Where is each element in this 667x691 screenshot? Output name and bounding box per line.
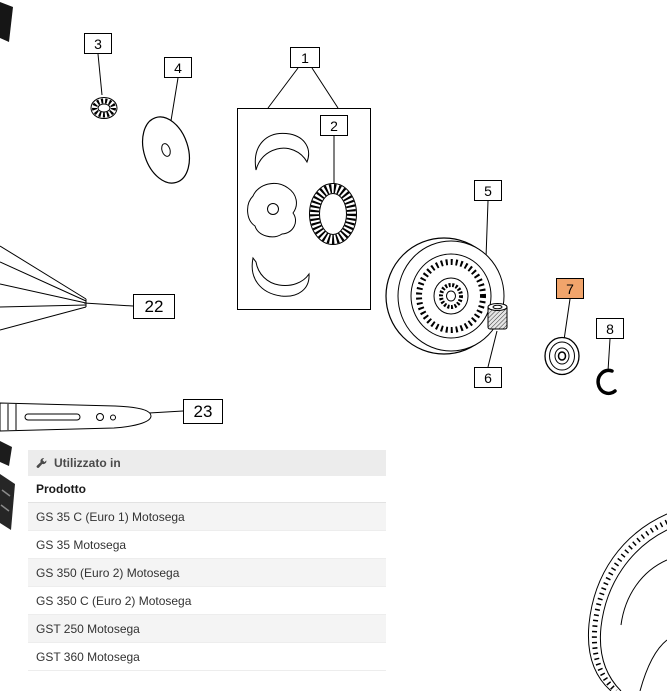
- usage-table-title: Utilizzato in: [54, 456, 121, 470]
- part-2-drawing[interactable]: [309, 183, 357, 245]
- part-7-drawing[interactable]: [544, 336, 580, 376]
- callout-6[interactable]: 6: [474, 367, 502, 388]
- part-23-drawing[interactable]: [0, 402, 152, 432]
- part-22-drawing[interactable]: [0, 245, 87, 331]
- callout-5[interactable]: 5: [474, 180, 502, 201]
- product-column-header: Prodotto: [28, 476, 386, 503]
- callout-7[interactable]: 7: [556, 278, 584, 299]
- part-3-drawing[interactable]: [90, 97, 118, 119]
- part-6-drawing[interactable]: [487, 303, 508, 330]
- table-row[interactable]: GS 35 Motosega: [28, 531, 386, 559]
- part-5-drawing[interactable]: [385, 237, 505, 355]
- callout-1[interactable]: 1: [290, 47, 320, 68]
- callout-4[interactable]: 4: [164, 57, 192, 78]
- table-row[interactable]: GS 350 (Euro 2) Motosega: [28, 559, 386, 587]
- clipped-part-top-left: [0, 2, 13, 42]
- clipped-housing-bottom-right: [587, 513, 667, 691]
- callout-22[interactable]: 22: [133, 294, 175, 319]
- part-1-drawing[interactable]: [237, 108, 371, 310]
- callout-3[interactable]: 3: [84, 33, 112, 54]
- callout-8[interactable]: 8: [596, 318, 624, 339]
- callout-2[interactable]: 2: [320, 115, 348, 136]
- callout-23[interactable]: 23: [183, 399, 223, 424]
- table-row[interactable]: GST 250 Motosega: [28, 615, 386, 643]
- usage-table: Utilizzato in Prodotto GS 35 C (Euro 1) …: [28, 450, 386, 671]
- table-row[interactable]: GST 360 Motosega: [28, 643, 386, 671]
- tool-icon: [36, 457, 47, 469]
- part-8-drawing[interactable]: [596, 368, 617, 396]
- part-4-drawing[interactable]: [135, 111, 198, 189]
- table-row[interactable]: GS 350 C (Euro 2) Motosega: [28, 587, 386, 615]
- table-row[interactable]: GS 35 C (Euro 1) Motosega: [28, 503, 386, 531]
- leader-lines: [83, 53, 611, 414]
- clipped-parts-left: [0, 441, 15, 530]
- usage-table-header: Utilizzato in: [28, 450, 386, 476]
